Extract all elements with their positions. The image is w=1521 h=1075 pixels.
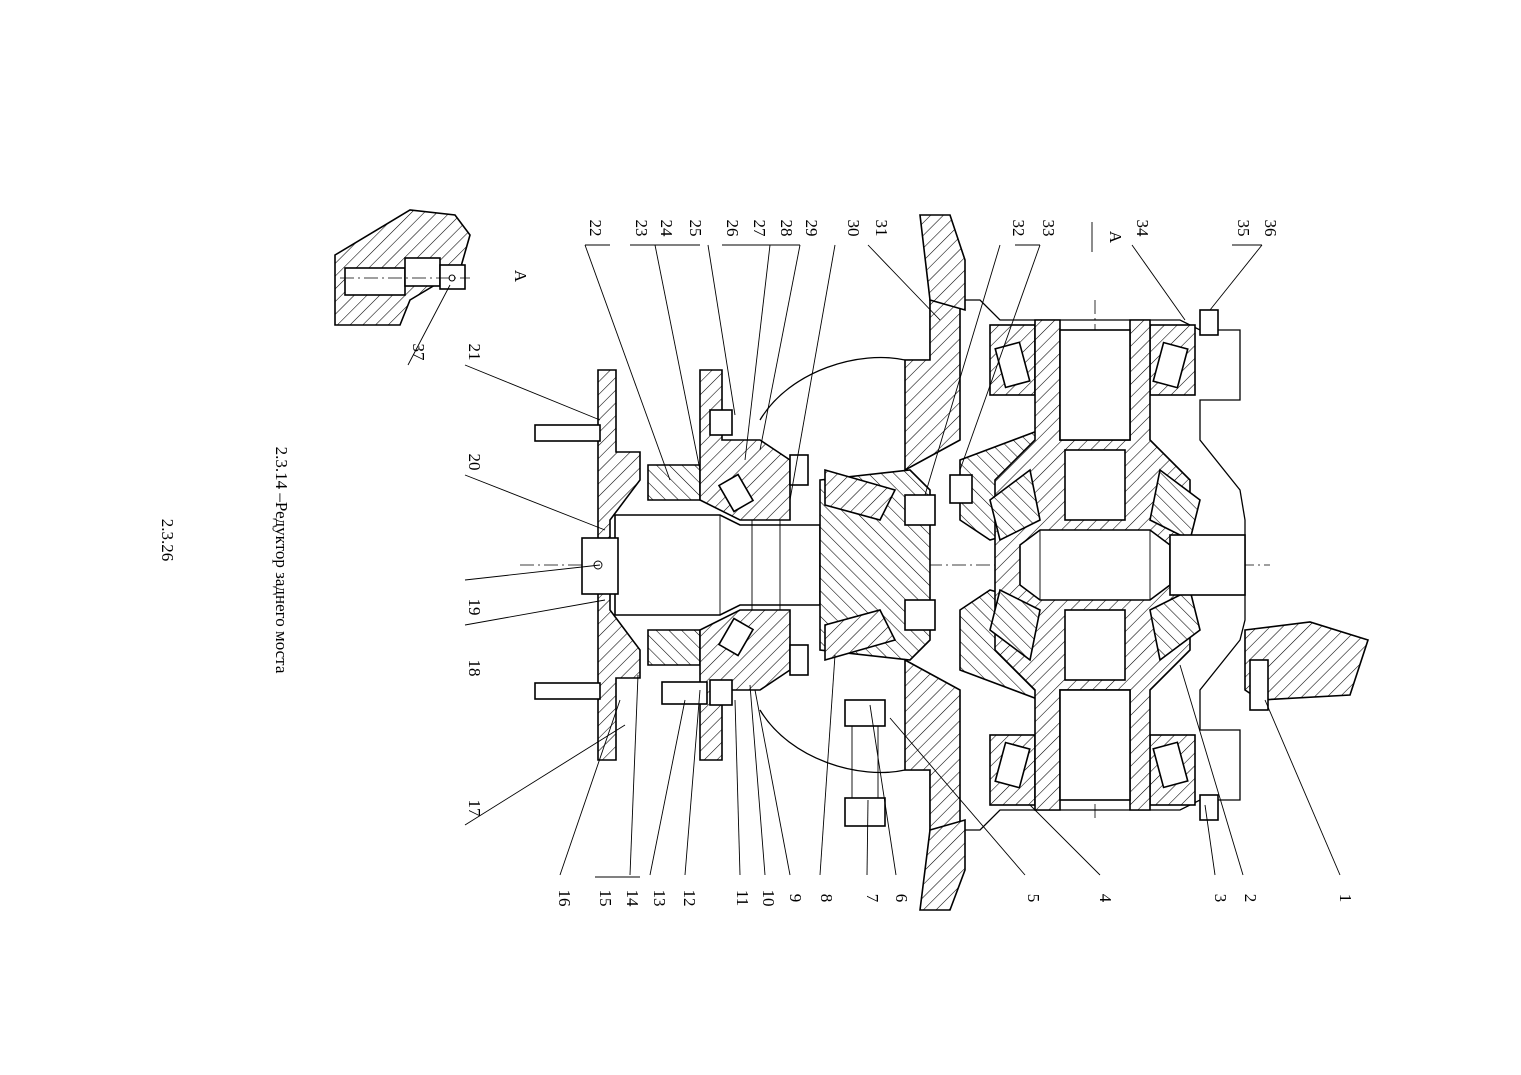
section-label-view-text: А [1106, 231, 1125, 244]
section-a-inset [334, 209, 471, 326]
figure-caption-text: 2.3.14 –Редуктор заднего моста [272, 447, 291, 674]
callout-33: 33 [1039, 220, 1058, 237]
leader-lines [407, 244, 1341, 878]
callout-7: 7 [863, 894, 882, 903]
page-number: 2.3.26 [158, 519, 177, 562]
callout-30: 30 [844, 220, 863, 237]
callout-19: 19 [465, 599, 484, 616]
callout-25: 25 [686, 220, 705, 237]
callout-labels-left: 18 19 20 21 [465, 344, 484, 677]
page-number-text: 2.3.26 [158, 519, 177, 562]
callout-28: 28 [777, 220, 796, 237]
callout-12: 12 [680, 890, 699, 907]
callout-6: 6 [892, 894, 911, 903]
callout-10: 10 [759, 890, 778, 907]
callout-36: 36 [1261, 220, 1280, 237]
callout-37: 37 [409, 344, 428, 362]
callout-16: 16 [555, 890, 574, 907]
callout-20: 20 [465, 454, 484, 471]
callout-8: 8 [817, 894, 836, 903]
callout-35: 35 [1234, 220, 1253, 237]
callout-14: 14 [623, 890, 642, 908]
callout-24: 24 [657, 220, 676, 238]
callout-34: 34 [1133, 220, 1152, 238]
callout-9: 9 [786, 894, 805, 903]
callout-22: 22 [586, 220, 605, 237]
callout-2: 2 [1241, 894, 1260, 903]
callout-5: 5 [1024, 894, 1043, 903]
callout-26: 26 [723, 220, 742, 237]
callout-31: 31 [872, 220, 891, 237]
callout-17: 17 [465, 800, 484, 818]
callout-18: 18 [465, 660, 484, 677]
callout-labels-top: 22 23 24 25 26 27 28 29 30 31 32 33 34 3… [586, 220, 1280, 238]
callout-13: 13 [650, 890, 669, 907]
callout-23: 23 [632, 220, 651, 237]
callout-11: 11 [733, 890, 752, 906]
callout-4: 4 [1096, 894, 1115, 903]
callout-3: 3 [1211, 894, 1230, 903]
callout-21: 21 [465, 344, 484, 361]
section-label-inset: А [511, 270, 530, 283]
callout-15: 15 [596, 890, 615, 907]
callout-27: 27 [750, 220, 769, 238]
section-label-inset-text: А [511, 270, 530, 283]
callout-1: 1 [1336, 894, 1355, 903]
section-label-view: А [1106, 231, 1125, 244]
callout-labels-bottom: 1 2 3 4 5 6 7 8 9 10 11 12 13 14 15 16 1… [465, 800, 1355, 908]
reducer-section [520, 214, 1370, 911]
callout-29: 29 [802, 220, 821, 237]
figure-caption: 2.3.14 –Редуктор заднего моста [272, 447, 291, 674]
callout-32: 32 [1009, 220, 1028, 237]
